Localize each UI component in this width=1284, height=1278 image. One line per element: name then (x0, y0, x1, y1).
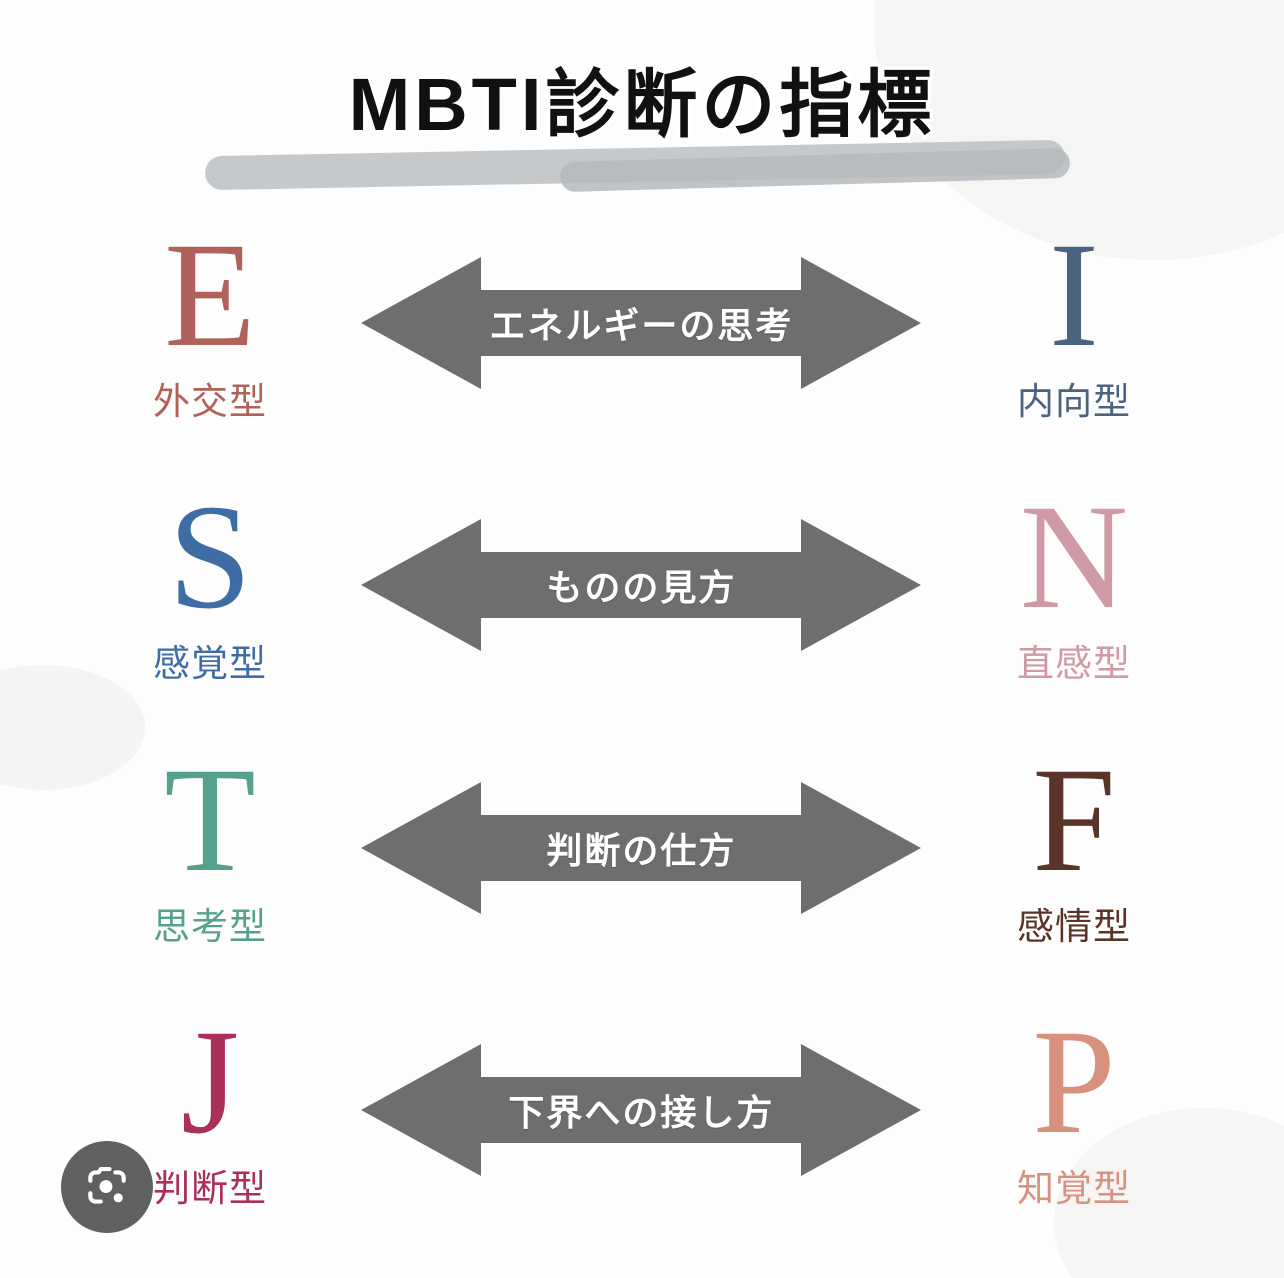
double-headed-arrow-icon (361, 519, 922, 651)
axis-label: 下界への接し方 (508, 1092, 775, 1133)
pole-right: I 内向型 (924, 211, 1224, 425)
double-headed-arrow-icon (361, 782, 922, 914)
pole-label: 判断型 (153, 1167, 267, 1209)
pole-letter: N (1019, 473, 1129, 640)
pole-letter: P (1032, 998, 1116, 1165)
double-headed-arrow-icon (361, 1044, 922, 1176)
pole-label: 直感型 (1016, 642, 1131, 684)
pole-right: F 感情型 (924, 736, 1224, 950)
pole-letter: S (168, 473, 252, 640)
google-lens-camera-icon (88, 1167, 126, 1204)
pole-label: 感情型 (1016, 905, 1131, 947)
axis-label: エネルギーの思考 (489, 305, 794, 346)
pole-label: 感覚型 (153, 642, 267, 684)
google-lens-button[interactable] (61, 1141, 153, 1233)
dichotomy-row: T 思考型 判断の仕方 F 感情型 (0, 733, 1284, 963)
dichotomy-row: J 判断型 下界への接し方 P 知覚型 (0, 995, 1284, 1225)
dichotomy-row: E 外交型 エネルギーの思考 I 内向型 (0, 208, 1284, 438)
pole-letter: I (1049, 211, 1099, 378)
axis-label: ものの見方 (546, 567, 737, 608)
pole-left: T 思考型 (60, 736, 360, 950)
axis-arrow: エネルギーの思考 (361, 243, 922, 403)
axis-arrow: 下界への接し方 (361, 1030, 922, 1190)
pole-label: 思考型 (153, 905, 267, 947)
pole-label: 知覚型 (1016, 1167, 1131, 1209)
pole-left: S 感覚型 (60, 473, 360, 687)
page-title-area: MBTI診断の指標 (0, 59, 1284, 193)
dichotomy-row: S 感覚型 ものの見方 N 直感型 (0, 470, 1284, 700)
pole-label: 外交型 (153, 380, 267, 422)
pole-letter: E (164, 211, 256, 378)
pole-right: P 知覚型 (924, 998, 1224, 1212)
pole-left: J 判断型 (60, 998, 360, 1212)
pole-letter: J (180, 998, 240, 1165)
pole-right: N 直感型 (924, 473, 1224, 687)
double-headed-arrow-icon (361, 257, 922, 389)
page-title: MBTI診断の指標 (345, 59, 936, 149)
pole-left: E 外交型 (60, 211, 360, 425)
axis-label: 判断の仕方 (546, 830, 737, 871)
pole-letter: F (1032, 736, 1116, 903)
axis-arrow: 判断の仕方 (361, 768, 922, 928)
axis-arrow: ものの見方 (361, 505, 922, 665)
pole-label: 内向型 (1016, 380, 1131, 422)
pole-letter: T (164, 736, 256, 903)
